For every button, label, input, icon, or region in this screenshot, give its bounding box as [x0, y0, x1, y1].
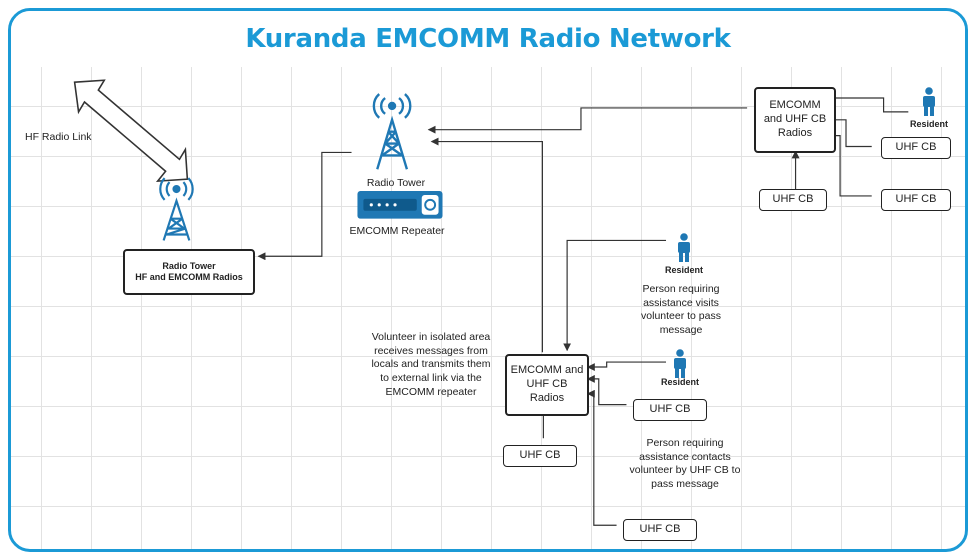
- hf-link-arrow: [73, 79, 189, 183]
- tower-left-line1: Radio Tower: [162, 260, 216, 271]
- note-visit: Person requiring assistance visits volun…: [641, 283, 721, 336]
- resident-center-icon: [674, 349, 686, 378]
- radio-tower-left-icon: [159, 177, 194, 241]
- diagram-title: Kuranda EMCOMM Radio Network: [245, 24, 731, 54]
- repeater-device-icon: [357, 190, 443, 219]
- uhf-label: UHF CB: [519, 449, 561, 462]
- link-resident-visit: [563, 239, 667, 352]
- resident-center-label: Resident: [660, 377, 699, 387]
- resident-top-icon: [923, 87, 935, 116]
- repeater-label: EMCOMM Repeater: [349, 225, 445, 237]
- note-volunteer: Volunteer in isolated area receives mess…: [371, 331, 491, 398]
- link-uhf-right-center: [586, 374, 627, 406]
- link-center-station-repeater: [430, 137, 543, 353]
- station-center-box: EMCOMM and UHF CB Radios: [505, 354, 589, 416]
- uhf-box-center-right: UHF CB: [633, 399, 707, 421]
- link-top-station-repeater: [427, 107, 748, 134]
- station-top-box: EMCOMM and UHF CB Radios: [754, 87, 836, 153]
- station-center-label: EMCOMM and UHF CB Radios: [510, 364, 584, 404]
- radio-tower-mid-icon: [372, 93, 412, 170]
- uhf-box-top-b: UHF CB: [759, 189, 827, 211]
- resident-visit-icon: [678, 233, 690, 262]
- uhf-label: UHF CB: [772, 193, 814, 206]
- hf-link-label: HF Radio Link: [25, 131, 92, 143]
- uhf-box-center-below: UHF CB: [503, 445, 577, 467]
- note-contact: Person requiring assistance contacts vol…: [629, 437, 741, 490]
- uhf-label: UHF CB: [649, 403, 691, 416]
- tower-left-line2: HF and EMCOMM Radios: [135, 272, 243, 282]
- diagram-frame: Kuranda EMCOMM Radio Network HF Radio Li…: [8, 8, 968, 552]
- resident-visit-label: Resident: [664, 265, 703, 275]
- connection-layer: [73, 79, 909, 526]
- link-uhf-a-top: [828, 115, 872, 148]
- uhf-label: UHF CB: [639, 523, 681, 536]
- station-top-label: EMCOMM and UHF CB Radios: [763, 99, 827, 139]
- link-resident-top: [828, 94, 909, 113]
- tower-left-box: Radio Tower HF and EMCOMM Radios: [123, 249, 255, 295]
- uhf-label: UHF CB: [895, 193, 937, 206]
- uhf-box-top-right-a: UHF CB: [881, 137, 951, 159]
- resident-top-label: Resident: [909, 119, 948, 129]
- link-repeater-left-tower: [257, 151, 352, 261]
- uhf-label: UHF CB: [895, 141, 937, 154]
- tower-mid-label: Radio Tower: [366, 177, 426, 189]
- uhf-box-center-bottom: UHF CB: [623, 519, 697, 541]
- link-uhf-bottom-center: [586, 389, 617, 526]
- uhf-box-top-right-c: UHF CB: [881, 189, 951, 211]
- link-resident-center: [586, 361, 667, 371]
- title-bar: Kuranda EMCOMM Radio Network: [11, 11, 965, 67]
